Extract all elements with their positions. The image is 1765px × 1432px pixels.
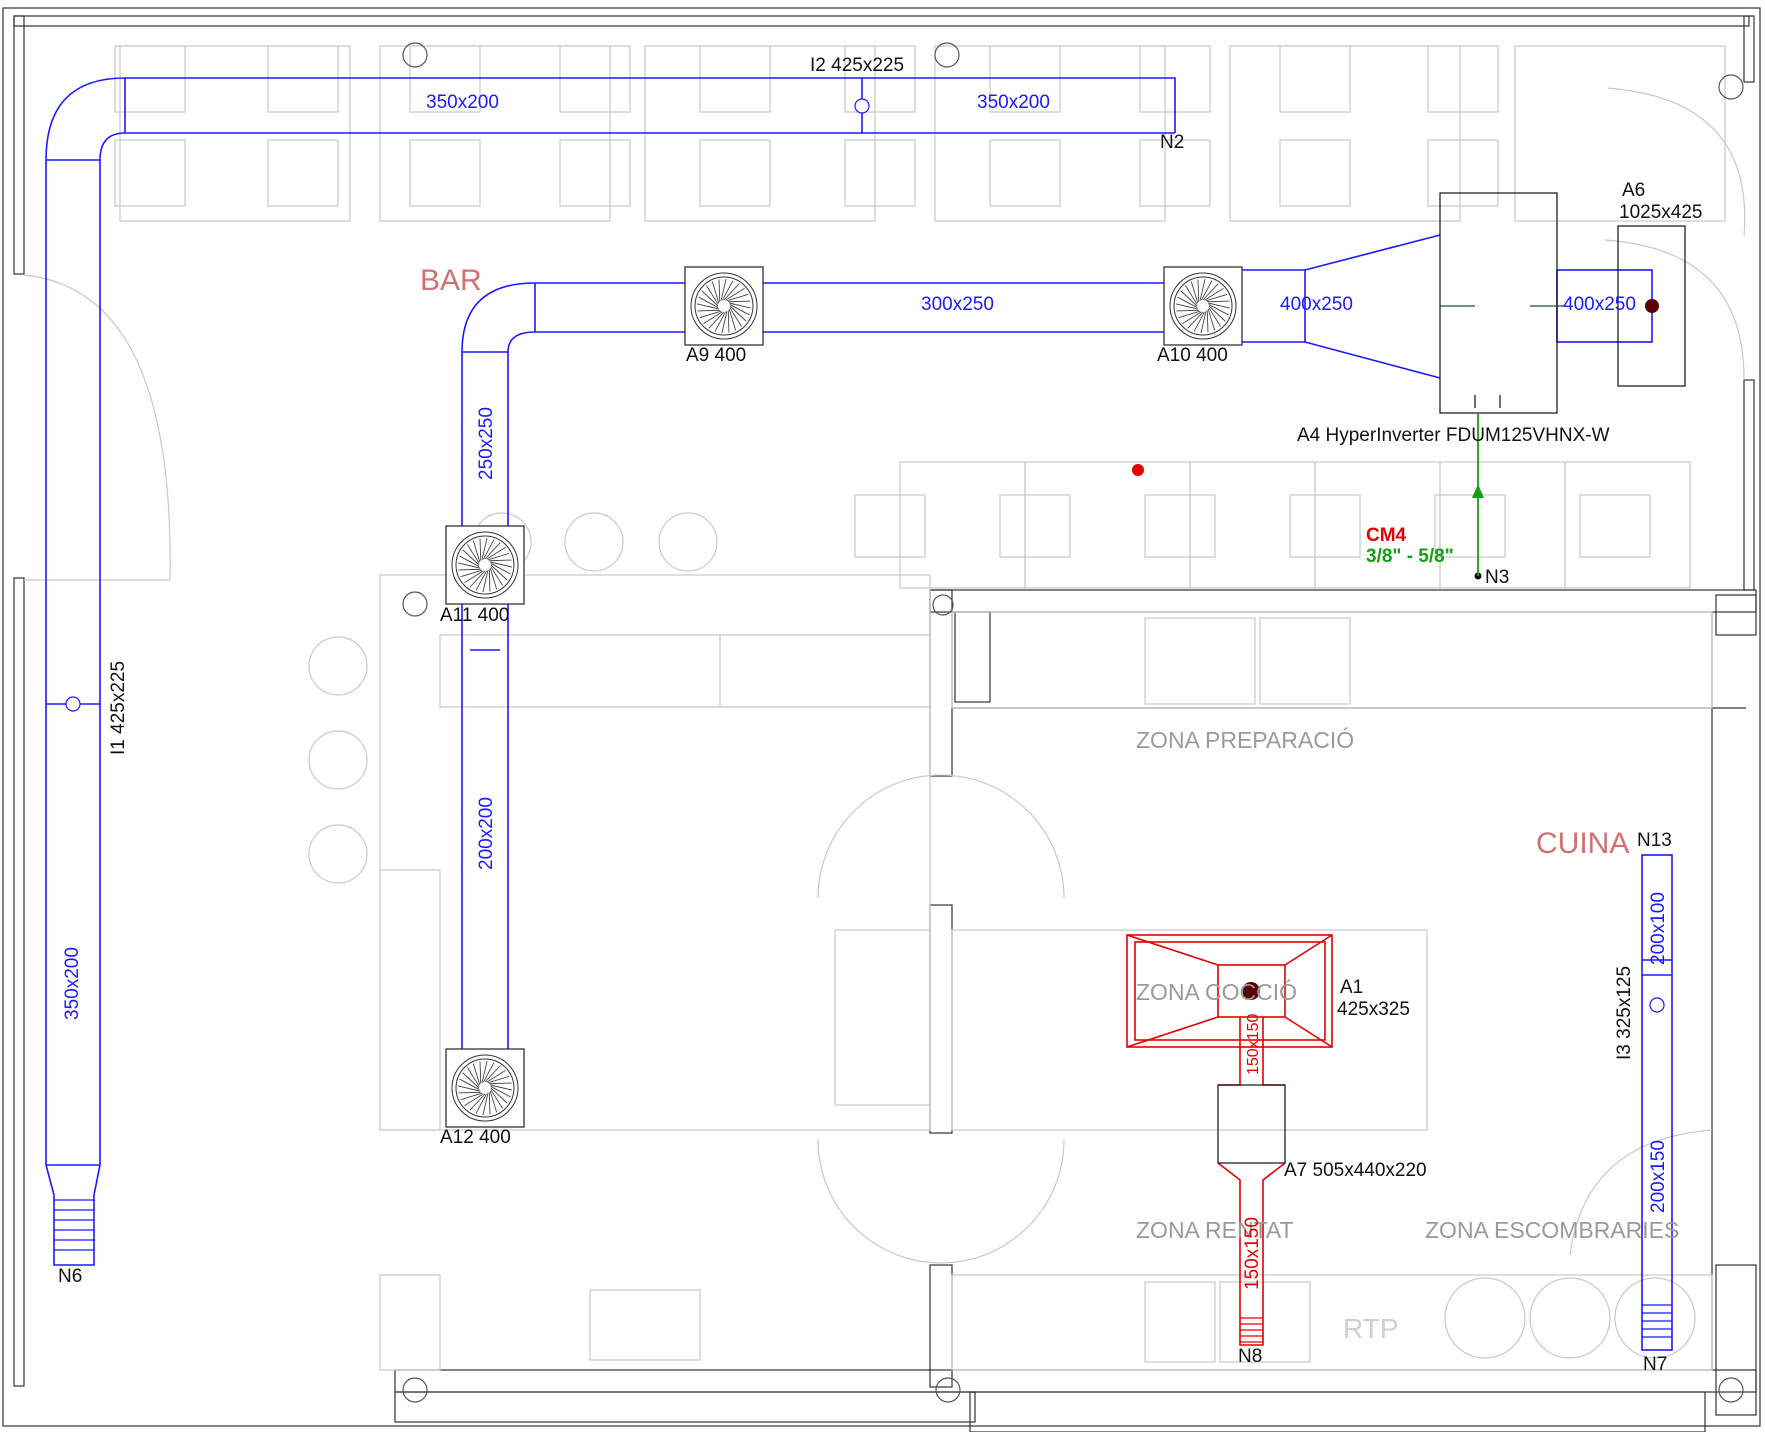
duct-label-left-vertical: 350x200 [62,947,83,1020]
node-label-n2: N2 [1160,132,1184,153]
terminal-label-a9: A9 400 [686,345,746,366]
zone-label-coccio: ZONA COCCIÓ [1136,979,1297,1005]
terminal-label-a6-name: A6 [1622,180,1645,201]
refrigerant-label: CM4 [1366,525,1407,546]
terminal-label-a1-size: 425x325 [1337,999,1410,1020]
room-label-cuina: CUINA [1536,827,1629,860]
terminal-label-a1-name: A1 [1340,977,1363,998]
diffuser-a11 [445,525,525,605]
refrigerant-size-label: 3/8" - 5/8" [1366,546,1454,567]
terminal-label-a11: A11 400 [440,605,509,626]
terminal-label-a7: A7 505x440x220 [1284,1160,1427,1181]
terminal-label-a6-size: 1025x425 [1619,202,1702,223]
duct-label-top-left: 350x200 [426,92,499,113]
node-label-n3: N3 [1485,567,1509,588]
node-label-n8: N8 [1238,1346,1262,1367]
supply-ducts [45,77,1653,1266]
terminal-label-a4: A4 HyperInverter FDUM125VHNX-W [1297,425,1610,446]
diffuser-a10 [1163,266,1243,346]
terminal-label-a10: A10 400 [1157,345,1228,366]
duct-label-right-lower: 200x150 [1648,1140,1669,1213]
node-label-n6: N6 [58,1266,82,1287]
diffuser-a9 [684,266,764,346]
duct-label-bar-main: 300x250 [921,294,994,315]
zone-label-rtp: RTP [1343,1313,1399,1344]
extract-grille [1240,1317,1263,1343]
grille-i2 [854,98,870,114]
refrigerant-line [1472,412,1484,576]
grille-lines [54,1199,94,1251]
duct-label-kitchen-lower: 150x150 [1242,1217,1263,1290]
zone-label-preparacio: ZONA PREPARACIÓ [1136,727,1354,753]
terminal-label-i3: I3 325x125 [1614,966,1635,1060]
grille-i3 [1649,997,1665,1013]
furniture [23,42,1746,1403]
duct-label-bar-vertical-upper: 250x250 [476,407,497,480]
duct-label-kitchen-upper: 150x150 [1245,1014,1262,1075]
duct-label-to-unit: 400x250 [1280,294,1353,315]
zone-label-escombraries: ZONA ESCOMBRARIES [1425,1217,1679,1243]
room-label-bar: BAR [420,264,482,297]
diffuser-a12 [445,1048,525,1128]
terminal-label-i1: I1 425x225 [108,661,129,755]
duct-label-unit-to-a6: 400x250 [1563,294,1636,315]
terminal-label-i2: I2 425x225 [810,55,904,76]
terminal-label-a12: A12 400 [440,1127,511,1148]
zone-label-rentat: ZONA RENTAT [1136,1217,1294,1243]
node-label-n13: N13 [1637,830,1672,851]
duct-label-top-right: 350x200 [977,92,1050,113]
node-label-n7: N7 [1643,1354,1667,1375]
grille-i1 [65,696,81,712]
right-duct [1641,854,1673,1351]
duct-label-bar-vertical-lower: 200x200 [476,797,497,870]
duct-label-right-upper: 200x100 [1648,892,1669,965]
diffusers [65,98,1665,1128]
